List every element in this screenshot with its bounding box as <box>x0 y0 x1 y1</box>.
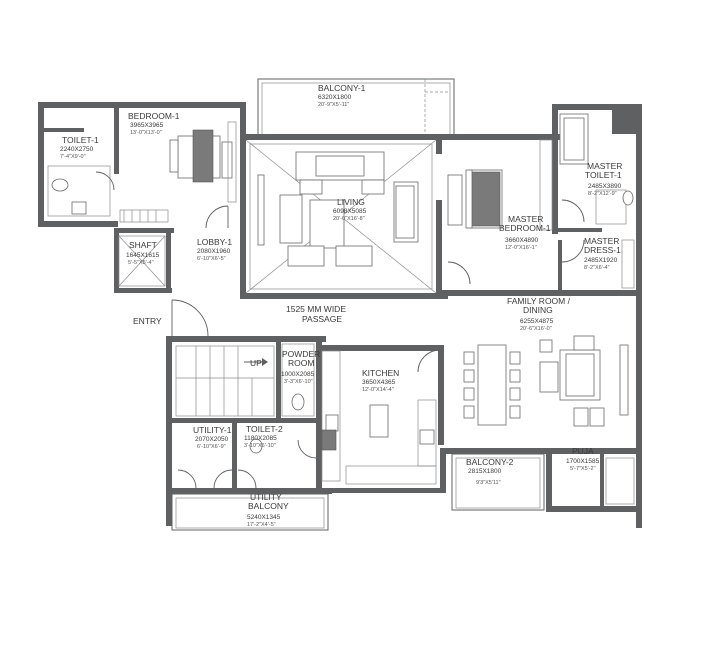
kitchen-name: KITCHEN <box>362 368 399 378</box>
bedroom-1-imp: 13'-0"X13'-0" <box>130 130 162 136</box>
utility-balcony-dim: 5240X1345 <box>247 514 281 521</box>
powder-name-1: POWDER <box>282 349 320 359</box>
kitchen-dim: 3650X4365 <box>362 379 396 386</box>
lobby-1-name: LOBBY-1 <box>197 237 232 247</box>
utility-balcony-imp: 17'-2"X4'-5" <box>247 522 276 528</box>
lobby-1-imp: 6'-10"X6'-5" <box>197 256 226 262</box>
toilet-2-name: TOILET-2 <box>246 424 283 434</box>
passage-line-2: PASSAGE <box>302 314 342 324</box>
kitchen <box>321 349 441 485</box>
toilet-1-dim: 2240X2750 <box>60 146 94 153</box>
labels: BALCONY-1 6320X1800 20'-9"X5'-11" BEDROO… <box>60 83 622 528</box>
family-name-2: DINING <box>523 305 553 315</box>
shaft-imp: 5'-5"X5'-4" <box>128 260 154 266</box>
bedroom-1 <box>119 121 237 229</box>
master-toilet-name-2: TOILET-1 <box>585 170 622 180</box>
toilet-1-imp: 7'-4"X9'-0" <box>60 154 86 160</box>
powder-imp: 3'-3"X6'-10" <box>284 379 313 385</box>
up-label: UP <box>250 358 262 368</box>
entry-label: ENTRY <box>133 316 162 326</box>
powder-dim: 1000X2085 <box>281 371 315 378</box>
powder-name-2: ROOM <box>288 358 314 368</box>
living-name: LIVING <box>337 197 365 207</box>
puja-name: PUJA <box>572 446 594 456</box>
toilet-2-imp: 3'-10"X6'-10" <box>244 443 276 449</box>
master-bedroom-name-1: MASTER <box>508 214 543 224</box>
master-dress-dim: 2485X1920 <box>584 257 618 264</box>
passage-line-1: 1525 MM WIDE <box>286 304 346 314</box>
master-toilet-1 <box>559 113 634 225</box>
toilet-2 <box>237 438 317 489</box>
balcony-2-name: BALCONY-2 <box>466 457 514 467</box>
shaft-name: SHAFT <box>129 240 157 250</box>
puja-imp: 5'-7"X5'-2" <box>570 466 596 472</box>
balcony-2-imp: 9'3"X5'11" <box>476 480 501 486</box>
master-toilet-imp: 8'-2"X12'-9" <box>588 191 617 197</box>
family-imp: 20'-6"X16'-0" <box>520 326 552 332</box>
utility-1-dim: 2070X2050 <box>195 436 229 443</box>
puja <box>605 457 635 505</box>
master-bedroom-imp: 12'-0"X16'-1" <box>505 245 537 251</box>
balcony-1-imp: 20'-9"X5'-11" <box>318 102 349 108</box>
utility-1-imp: 6'-10"X6'-9" <box>197 444 226 450</box>
family-name-1: FAMILY ROOM / <box>507 296 571 306</box>
living-imp: 20'-0"X16'-8" <box>333 216 365 222</box>
puja-dim: 1700X1585 <box>566 458 600 465</box>
shaft <box>118 235 166 287</box>
family-dining <box>463 335 629 427</box>
staircase <box>175 345 275 417</box>
toilet-1-name: TOILET-1 <box>62 135 99 145</box>
master-toilet-name-1: MASTER <box>587 161 622 171</box>
utility-balcony <box>171 493 329 531</box>
master-bedroom-dim: 3660X4890 <box>505 237 539 244</box>
walls <box>38 102 642 528</box>
lobby-1-dim: 2080X1960 <box>197 248 231 255</box>
balcony-2-dim: 2815X1800 <box>468 468 502 475</box>
family-dim: 6255X4875 <box>520 318 554 325</box>
master-bedroom-name-2: BEDROOM-1 <box>499 223 551 233</box>
master-dress-1 <box>561 239 635 289</box>
kitchen-imp: 12'-0"X14'-4" <box>362 387 394 393</box>
utility-balcony-name-1: UTILITY <box>250 492 282 502</box>
balcony-1-dim: 6320X1800 <box>318 94 352 101</box>
master-bedroom-1 <box>447 139 553 285</box>
utility-1-name: UTILITY-1 <box>193 425 232 435</box>
master-toilet-dim: 2485X3890 <box>588 183 622 190</box>
toilet-2-dim: 1180X2085 <box>244 435 277 442</box>
bedroom-1-name: BEDROOM-1 <box>128 111 180 121</box>
living-dim: 6098X5085 <box>333 208 367 215</box>
balcony-2 <box>451 453 545 511</box>
living-room <box>245 139 437 294</box>
entry-door <box>171 299 209 337</box>
utility-balcony-name-2: BALCONY <box>248 501 289 511</box>
bedroom-1-dim: 3965X3965 <box>130 122 164 129</box>
balcony-1-name: BALCONY-1 <box>318 83 366 93</box>
master-dress-name-1: MASTER <box>584 236 619 246</box>
master-dress-name-2: DRESS-1 <box>584 245 621 255</box>
powder-room <box>281 343 315 417</box>
shaft-dim: 1645X1615 <box>126 252 160 259</box>
toilet-1 <box>47 165 115 217</box>
utility-1 <box>177 469 233 489</box>
master-dress-imp: 8'-2"X6'-4" <box>584 265 610 271</box>
